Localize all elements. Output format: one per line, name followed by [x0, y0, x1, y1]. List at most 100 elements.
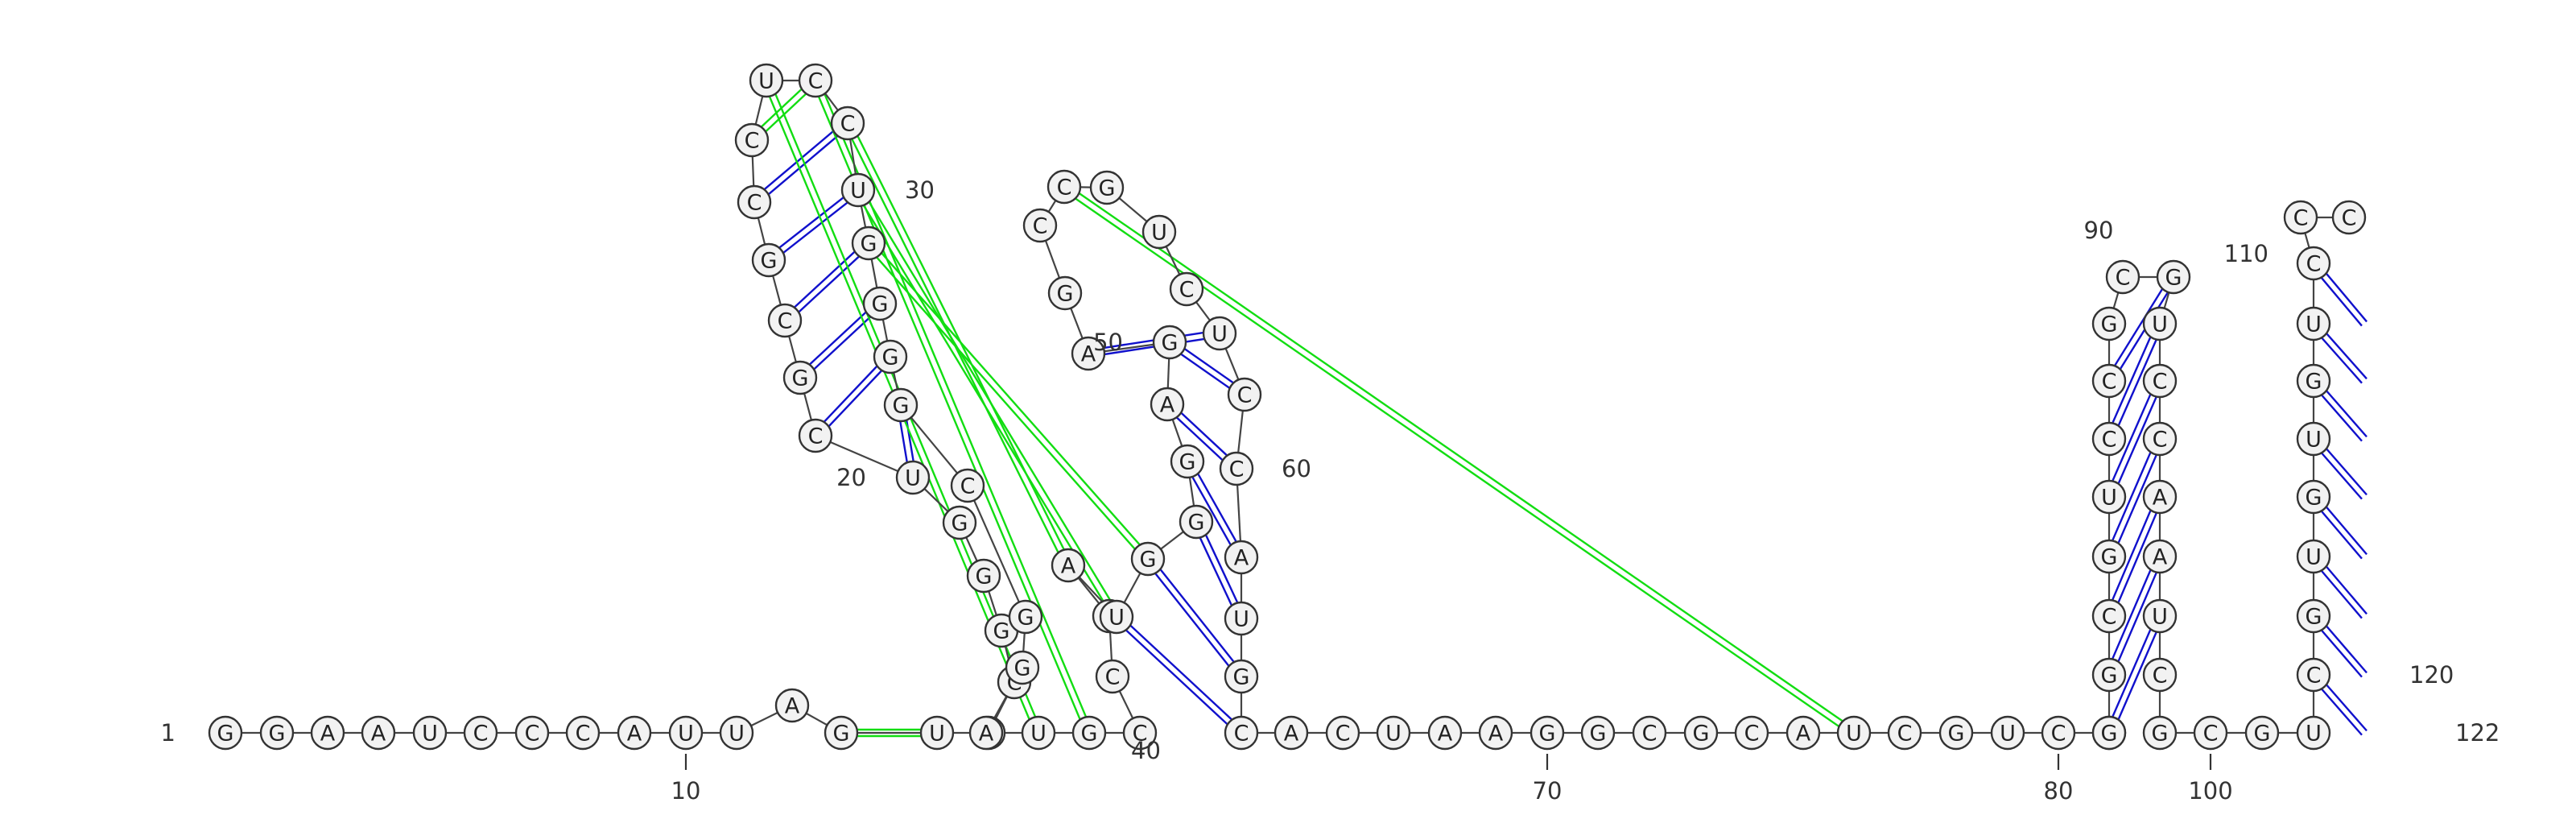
nucleotide-52: G	[1047, 275, 1083, 311]
nucleotide-letter: A	[371, 722, 386, 747]
nucleotide-letter: G	[217, 722, 234, 747]
nucleotide-letter: C	[2293, 206, 2309, 231]
position-label-30: 30	[905, 176, 935, 204]
nucleotide-25: C	[737, 184, 772, 220]
nucleotide-letter: G	[1188, 511, 1205, 536]
nucleotide-77: C	[1887, 715, 1922, 751]
nucleotide-51: A	[1071, 336, 1106, 371]
nucleotide-letter: U	[2306, 312, 2322, 337]
nucleotide-letter: U	[850, 179, 866, 204]
nucleotide-31: G	[851, 225, 886, 261]
nucleotide-letter: C	[2306, 252, 2322, 277]
nucleotide-letter: G	[2306, 486, 2322, 511]
nucleotide-letter: U	[2306, 428, 2322, 453]
nucleotide-letter: U	[1385, 722, 1402, 747]
nucleotide-32: G	[862, 286, 898, 321]
position-label-50: 50	[1093, 329, 1123, 356]
nucleotide-letter: U	[729, 722, 745, 747]
nucleotide-letter: G	[2165, 266, 2182, 291]
nucleotide-45: U	[1099, 599, 1134, 635]
position-label-122: 122	[2455, 719, 2500, 747]
nucleotide-12: A	[774, 688, 810, 723]
nucleotide-letter: U	[758, 69, 774, 94]
canonical-pair-line	[2105, 275, 2172, 380]
nucleotide-letter: C	[1237, 383, 1253, 408]
nucleotide-68: A	[1427, 715, 1463, 751]
canonical-pair-line	[817, 358, 894, 439]
nucleotide-8: C	[565, 715, 601, 751]
nucleotide-letter: U	[2152, 605, 2168, 630]
nucleotide-38: A	[968, 715, 1004, 751]
nucleotide-letter: C	[1057, 176, 1072, 201]
nucleotide-26: C	[734, 122, 770, 158]
nucleotide-11: U	[719, 715, 754, 751]
nucleotide-letter: C	[1033, 214, 1048, 239]
nucleotide-35: C	[950, 468, 985, 503]
nucleotide-letter: C	[747, 191, 762, 216]
nucleotide-54: C	[1046, 169, 1082, 205]
nucleotide-100: C	[2193, 715, 2228, 751]
nucleotide-letter: G	[882, 345, 899, 370]
nucleotide-letter: U	[2000, 722, 2016, 747]
nucleotide-letter: G	[993, 619, 1010, 644]
nucleotide-21: C	[798, 418, 833, 453]
noncanonical-pair-line	[870, 240, 1151, 558]
nucleotide-28: C	[798, 63, 833, 98]
nucleotide-letter: C	[2306, 664, 2322, 689]
nucleotide-98: C	[2142, 657, 2178, 693]
canonical-pair-line	[1183, 462, 1240, 560]
canonical-pair-line	[2105, 321, 2158, 438]
backbone-segment	[966, 485, 1027, 618]
nucleotide-22: G	[782, 360, 818, 395]
canonical-pair-line	[766, 186, 857, 259]
nucleotide-93: C	[2142, 363, 2178, 399]
nucleotide-letter: C	[745, 129, 760, 154]
backbone-layer	[225, 79, 2349, 734]
nucleotide-24: G	[751, 242, 786, 278]
nucleotide-letter: G	[792, 366, 809, 391]
nucleotide-71: G	[1580, 715, 1616, 751]
nucleotide-82: G	[2091, 715, 2127, 751]
nucleotide-letter: G	[1693, 722, 1710, 747]
nucleotide-letter: C	[473, 722, 489, 747]
nucleotide-20: U	[895, 460, 931, 495]
nucleotide-73: G	[1683, 715, 1719, 751]
nucleotide-18: G	[966, 558, 1001, 594]
position-label-80: 80	[2044, 777, 2074, 805]
position-label-90: 90	[2084, 217, 2114, 244]
nucleotide-letter: C	[808, 424, 824, 449]
nucleotide-letter: G	[1539, 722, 1556, 747]
nucleotide-75: A	[1785, 715, 1821, 751]
nucleotide-58: U	[1202, 316, 1237, 351]
nucleotide-89: G	[2091, 306, 2127, 341]
nucleotide-letter: C	[1229, 457, 1245, 482]
nucleotide-letter: C	[2051, 722, 2066, 747]
position-label-40: 40	[1131, 737, 1161, 764]
backbone-segment	[900, 404, 968, 486]
nucleotide-letter: G	[1018, 606, 1034, 631]
nucleotide-92: U	[2142, 306, 2178, 341]
nucleotide-letter: U	[2101, 486, 2117, 511]
nucleotide-letter: C	[1133, 722, 1148, 747]
nucleotide-87: C	[2091, 421, 2127, 457]
nucleotide-65: A	[1274, 715, 1309, 751]
nucleotide-letter: U	[2306, 722, 2322, 747]
nucleotide-letter: C	[1897, 722, 1913, 747]
canonical-pair-line	[1144, 560, 1240, 680]
canonical-pair-line	[2105, 379, 2158, 496]
nucleotide-94: C	[2142, 421, 2178, 457]
nucleotide-letter: G	[861, 232, 877, 257]
nucleotide-letter: G	[952, 511, 968, 536]
nucleotide-letter: A	[979, 722, 994, 747]
nucleotide-letter: G	[2101, 312, 2118, 337]
nucleotide-letter: C	[525, 722, 540, 747]
nucleotide-letter: C	[960, 474, 976, 499]
nucleotide-4: A	[361, 715, 396, 751]
nucleotide-84: C	[2091, 598, 2127, 634]
nucleotide-letter: G	[1014, 656, 1031, 681]
nucleotide-letter: A	[2153, 486, 2168, 511]
nucleotide-10: U	[668, 715, 704, 751]
canonical-pair-line	[786, 245, 872, 324]
